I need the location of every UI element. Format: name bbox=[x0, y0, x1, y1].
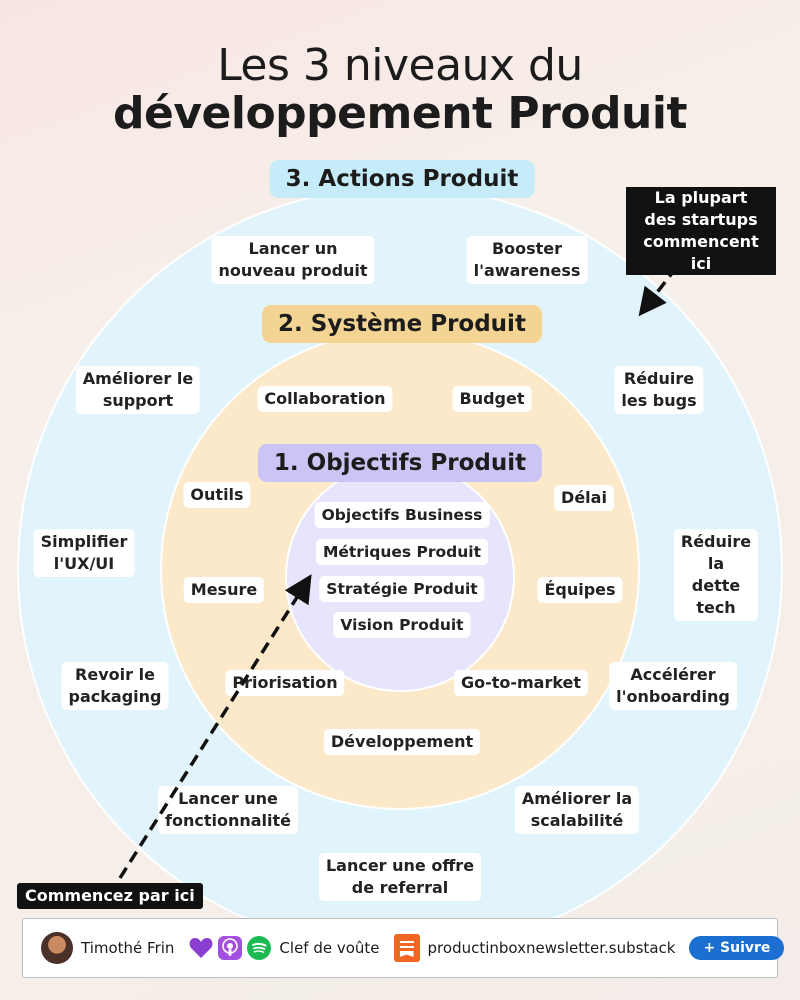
author-name[interactable]: Timothé Frin bbox=[81, 939, 175, 957]
start-here-callout: Commencez par ici bbox=[17, 883, 203, 909]
system-label: Priorisation bbox=[225, 670, 345, 696]
level-system-pill: 2. Système Produit bbox=[262, 305, 542, 343]
system-label: Équipes bbox=[537, 577, 623, 603]
footer-bar: Timothé Frin Clef de voûte productinboxn… bbox=[22, 918, 785, 978]
action-label: Améliorer le support bbox=[75, 366, 201, 414]
podcast-name[interactable]: Clef de voûte bbox=[279, 939, 380, 957]
action-label: Simplifier l'UX/UI bbox=[33, 529, 135, 577]
system-label: Budget bbox=[452, 386, 532, 412]
action-label: Lancer un nouveau produit bbox=[211, 236, 375, 284]
action-label: Réduire les bugs bbox=[614, 366, 704, 414]
level-objectives-pill: 1. Objectifs Produit bbox=[257, 444, 543, 482]
startups-callout: La plupart des startups commencent ici bbox=[626, 165, 776, 275]
system-label: Outils bbox=[183, 482, 251, 508]
action-label: Lancer une offre de referral bbox=[318, 853, 482, 901]
avatar[interactable] bbox=[41, 932, 73, 964]
system-label: Développement bbox=[323, 729, 481, 755]
objective-label: Objectifs Business bbox=[314, 502, 490, 528]
substack-icon[interactable] bbox=[393, 934, 420, 962]
action-label: Accélérer l'onboarding bbox=[609, 662, 737, 710]
level-actions-pill: 3. Actions Produit bbox=[269, 160, 535, 198]
action-label: Revoir le packaging bbox=[61, 662, 169, 710]
title-line2: développement Produit bbox=[113, 88, 687, 139]
objective-label: Vision Produit bbox=[333, 612, 471, 638]
system-label: Collaboration bbox=[257, 386, 393, 412]
follow-button[interactable]: + Suivre bbox=[689, 936, 785, 960]
objective-label: Stratégie Produit bbox=[319, 576, 485, 602]
action-label: Booster l'awareness bbox=[466, 236, 588, 284]
title-line1: Les 3 niveaux du bbox=[217, 40, 583, 91]
podcast-icon[interactable] bbox=[217, 935, 243, 961]
action-label: Réduire la dette tech bbox=[673, 529, 759, 621]
startups-callout-text: La plupart des startups commencent ici bbox=[626, 187, 776, 275]
objective-label: Métriques Produit bbox=[315, 539, 489, 565]
system-label: Délai bbox=[554, 485, 614, 511]
action-label: Lancer une fonctionnalité bbox=[158, 786, 298, 834]
spotify-icon[interactable] bbox=[246, 935, 272, 961]
system-label: Mesure bbox=[183, 577, 265, 603]
newsletter-link[interactable]: productinboxnewsletter.substack bbox=[427, 939, 676, 957]
heart-icon[interactable] bbox=[188, 935, 214, 961]
system-label: Go-to-market bbox=[453, 670, 589, 696]
action-label: Améliorer la scalabilité bbox=[514, 786, 640, 834]
